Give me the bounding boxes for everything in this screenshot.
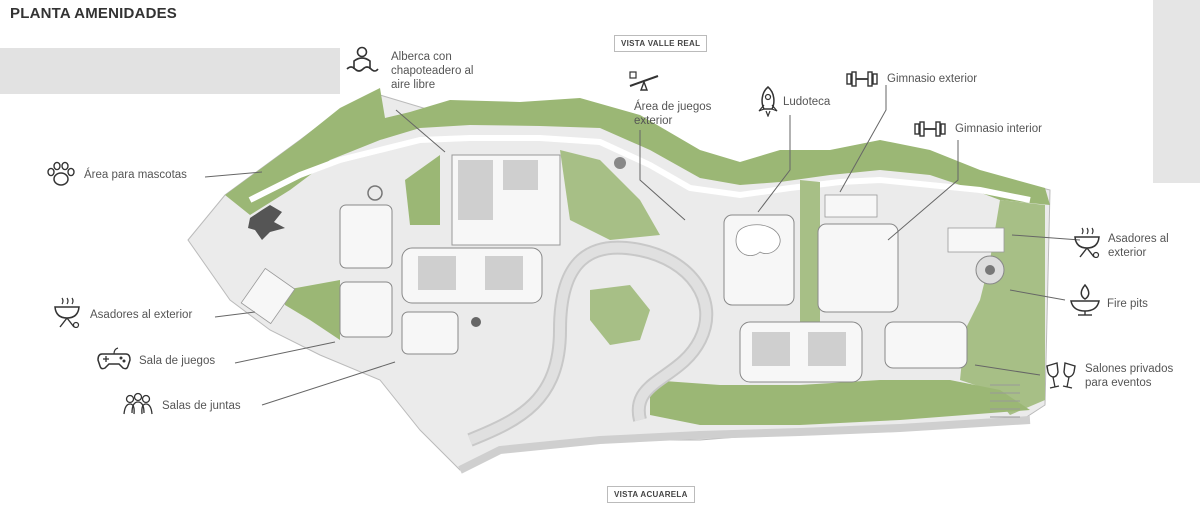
paw-icon (47, 161, 75, 186)
label-alberca: Alberca con chapoteadero al aire libre (391, 50, 473, 92)
label-sala-juegos: Sala de juegos (139, 355, 216, 367)
building-a (339, 204, 393, 269)
label-juegos-exterior: Área de juegos exterior (634, 100, 711, 128)
toast-glasses-icon (1046, 362, 1076, 389)
page-title: PLANTA AMENIDADES (10, 5, 178, 22)
label-fire-pits: Fire pits (1107, 298, 1148, 310)
green-mid-right (800, 180, 820, 330)
label-gimnasio-exterior: Gimnasio exterior (887, 73, 978, 85)
asadores-deck (947, 227, 1005, 253)
green-mid (560, 150, 660, 240)
gamepad-icon (97, 347, 131, 370)
building-b (339, 281, 393, 338)
swimmer-icon (346, 46, 379, 72)
green-left (285, 280, 340, 340)
label-alberca-line2: chapoteadero al (391, 65, 474, 77)
building-salones (884, 321, 968, 369)
asadores-left-deck (240, 267, 296, 325)
grill-icon (1074, 227, 1100, 258)
label-asadores-izquierda: Asadores al exterior (90, 309, 193, 321)
people-icon (123, 392, 153, 415)
label-asadores-derecha: Asadores al exterior (1108, 232, 1169, 260)
label-juegos-line1: Área de juegos (634, 101, 712, 113)
label-juegos-line2: exterior (634, 115, 673, 127)
bottom-road (458, 416, 1031, 474)
label-salones-privados: Salones privados para eventos (1085, 362, 1173, 390)
label-gimnasio-interior: Gimnasio interior (955, 123, 1042, 135)
seesaw-icon (629, 71, 659, 91)
view-label-top: VISTA VALLE REAL (614, 35, 708, 52)
parking-stripes (990, 384, 1020, 418)
dumbbell-icon (914, 121, 946, 137)
label-salones-line1: Salones privados (1085, 363, 1174, 375)
walkway-top (248, 135, 1031, 203)
green-bottom (650, 380, 1030, 425)
label-ludoteca: Ludoteca (783, 96, 831, 108)
grey-side-panel (1153, 0, 1200, 183)
building-gym (817, 223, 899, 313)
grill-icon (54, 297, 80, 328)
label-asadores-der-line2: exterior (1108, 247, 1147, 259)
gym-exterior-slab (824, 194, 878, 218)
fire-pit-icon (1070, 283, 1100, 316)
green-right (960, 200, 1045, 415)
label-alberca-line3: aire libre (391, 79, 436, 91)
label-alberca-line1: Alberca con (391, 51, 452, 63)
dumbbell-icon (846, 71, 878, 87)
view-label-bottom: VISTA ACUARELA (607, 486, 695, 503)
green-center (590, 285, 650, 345)
label-mascotas: Área para mascotas (84, 169, 187, 181)
green-strip-top (225, 88, 1050, 215)
label-asadores-der-line1: Asadores al (1108, 233, 1169, 245)
building-c (401, 311, 459, 355)
label-salones-line2: para eventos (1085, 377, 1152, 389)
label-salas-juntas: Salas de juntas (162, 400, 241, 412)
grey-band (0, 48, 340, 94)
leader-lines (204, 85, 1081, 406)
pet-area-feature (248, 205, 285, 240)
rocket-icon (758, 86, 778, 117)
green-left-2 (405, 155, 440, 225)
